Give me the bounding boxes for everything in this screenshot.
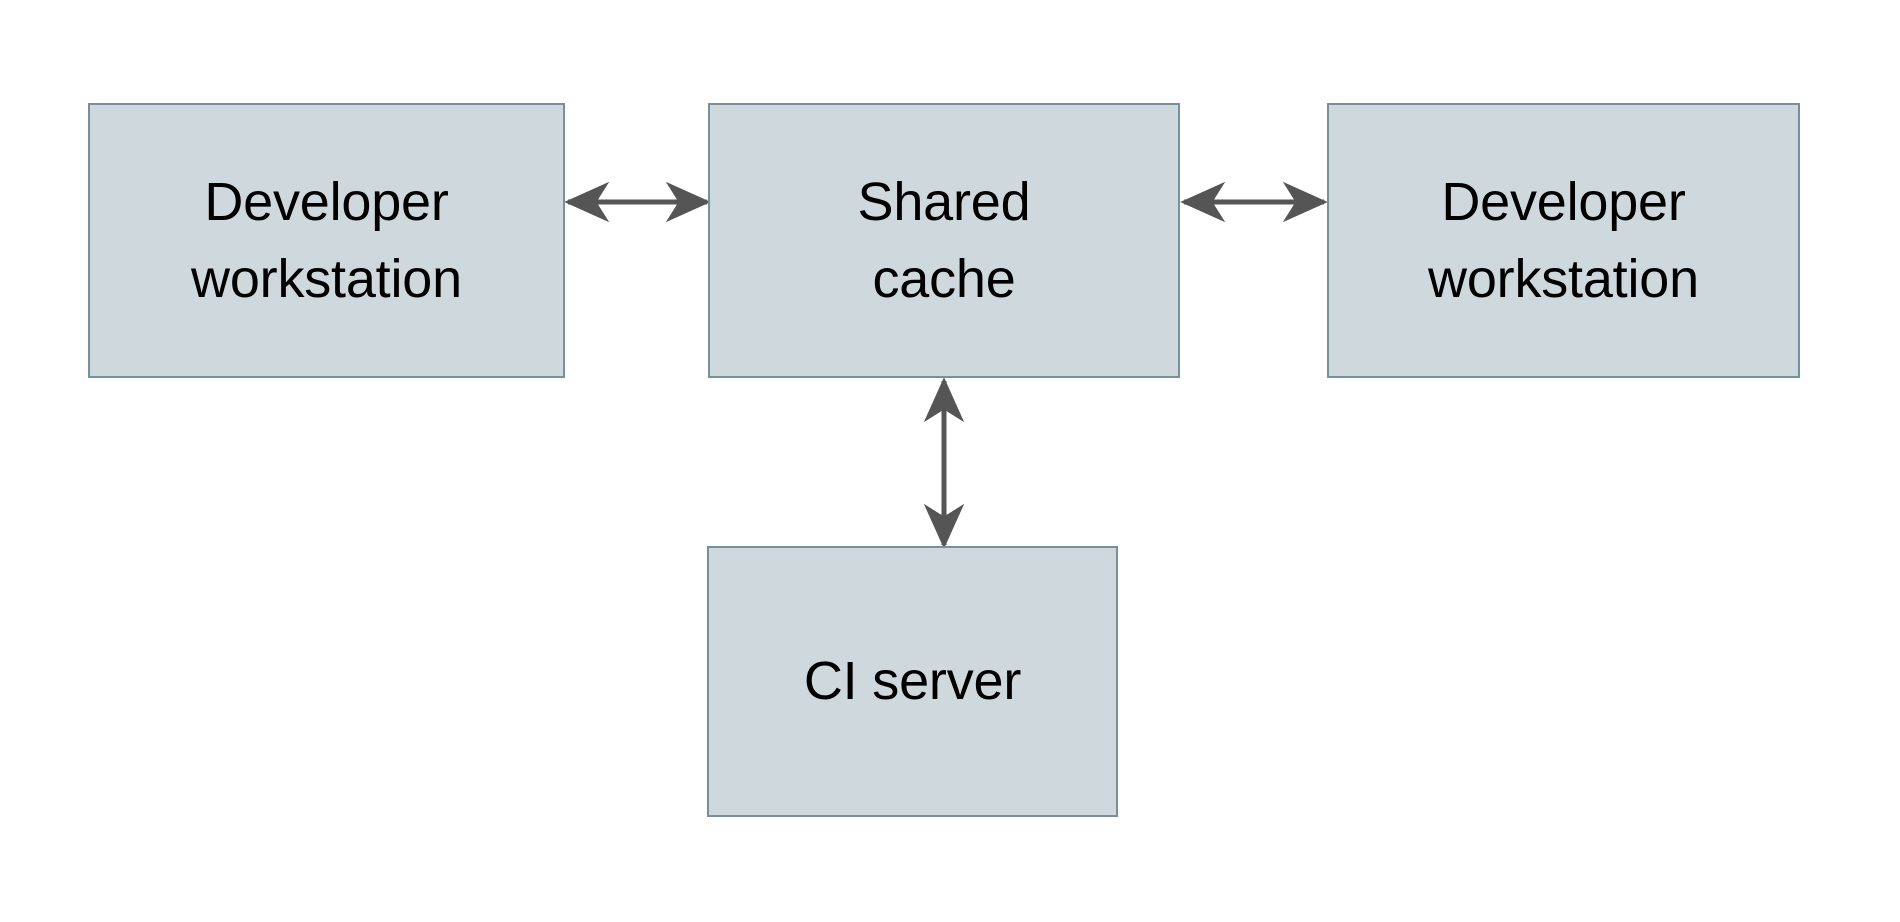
node-label-developer-workstation-right: Developer workstation [1428, 171, 1699, 309]
edge-left-workstation-shared-cache [560, 180, 715, 224]
node-developer-workstation-left[interactable]: Developer workstation [88, 103, 565, 378]
node-label-shared-cache: Shared cache [857, 171, 1031, 309]
node-label-developer-workstation-left: Developer workstation [191, 171, 462, 309]
node-developer-workstation-right[interactable]: Developer workstation [1327, 103, 1800, 378]
edge-shared-cache-ci-server [922, 373, 966, 553]
node-label-ci-server: CI server [803, 651, 1022, 712]
node-ci-server[interactable]: CI server [707, 546, 1118, 817]
edge-shared-cache-right-workstation [1176, 180, 1332, 224]
node-shared-cache[interactable]: Shared cache [708, 103, 1180, 378]
